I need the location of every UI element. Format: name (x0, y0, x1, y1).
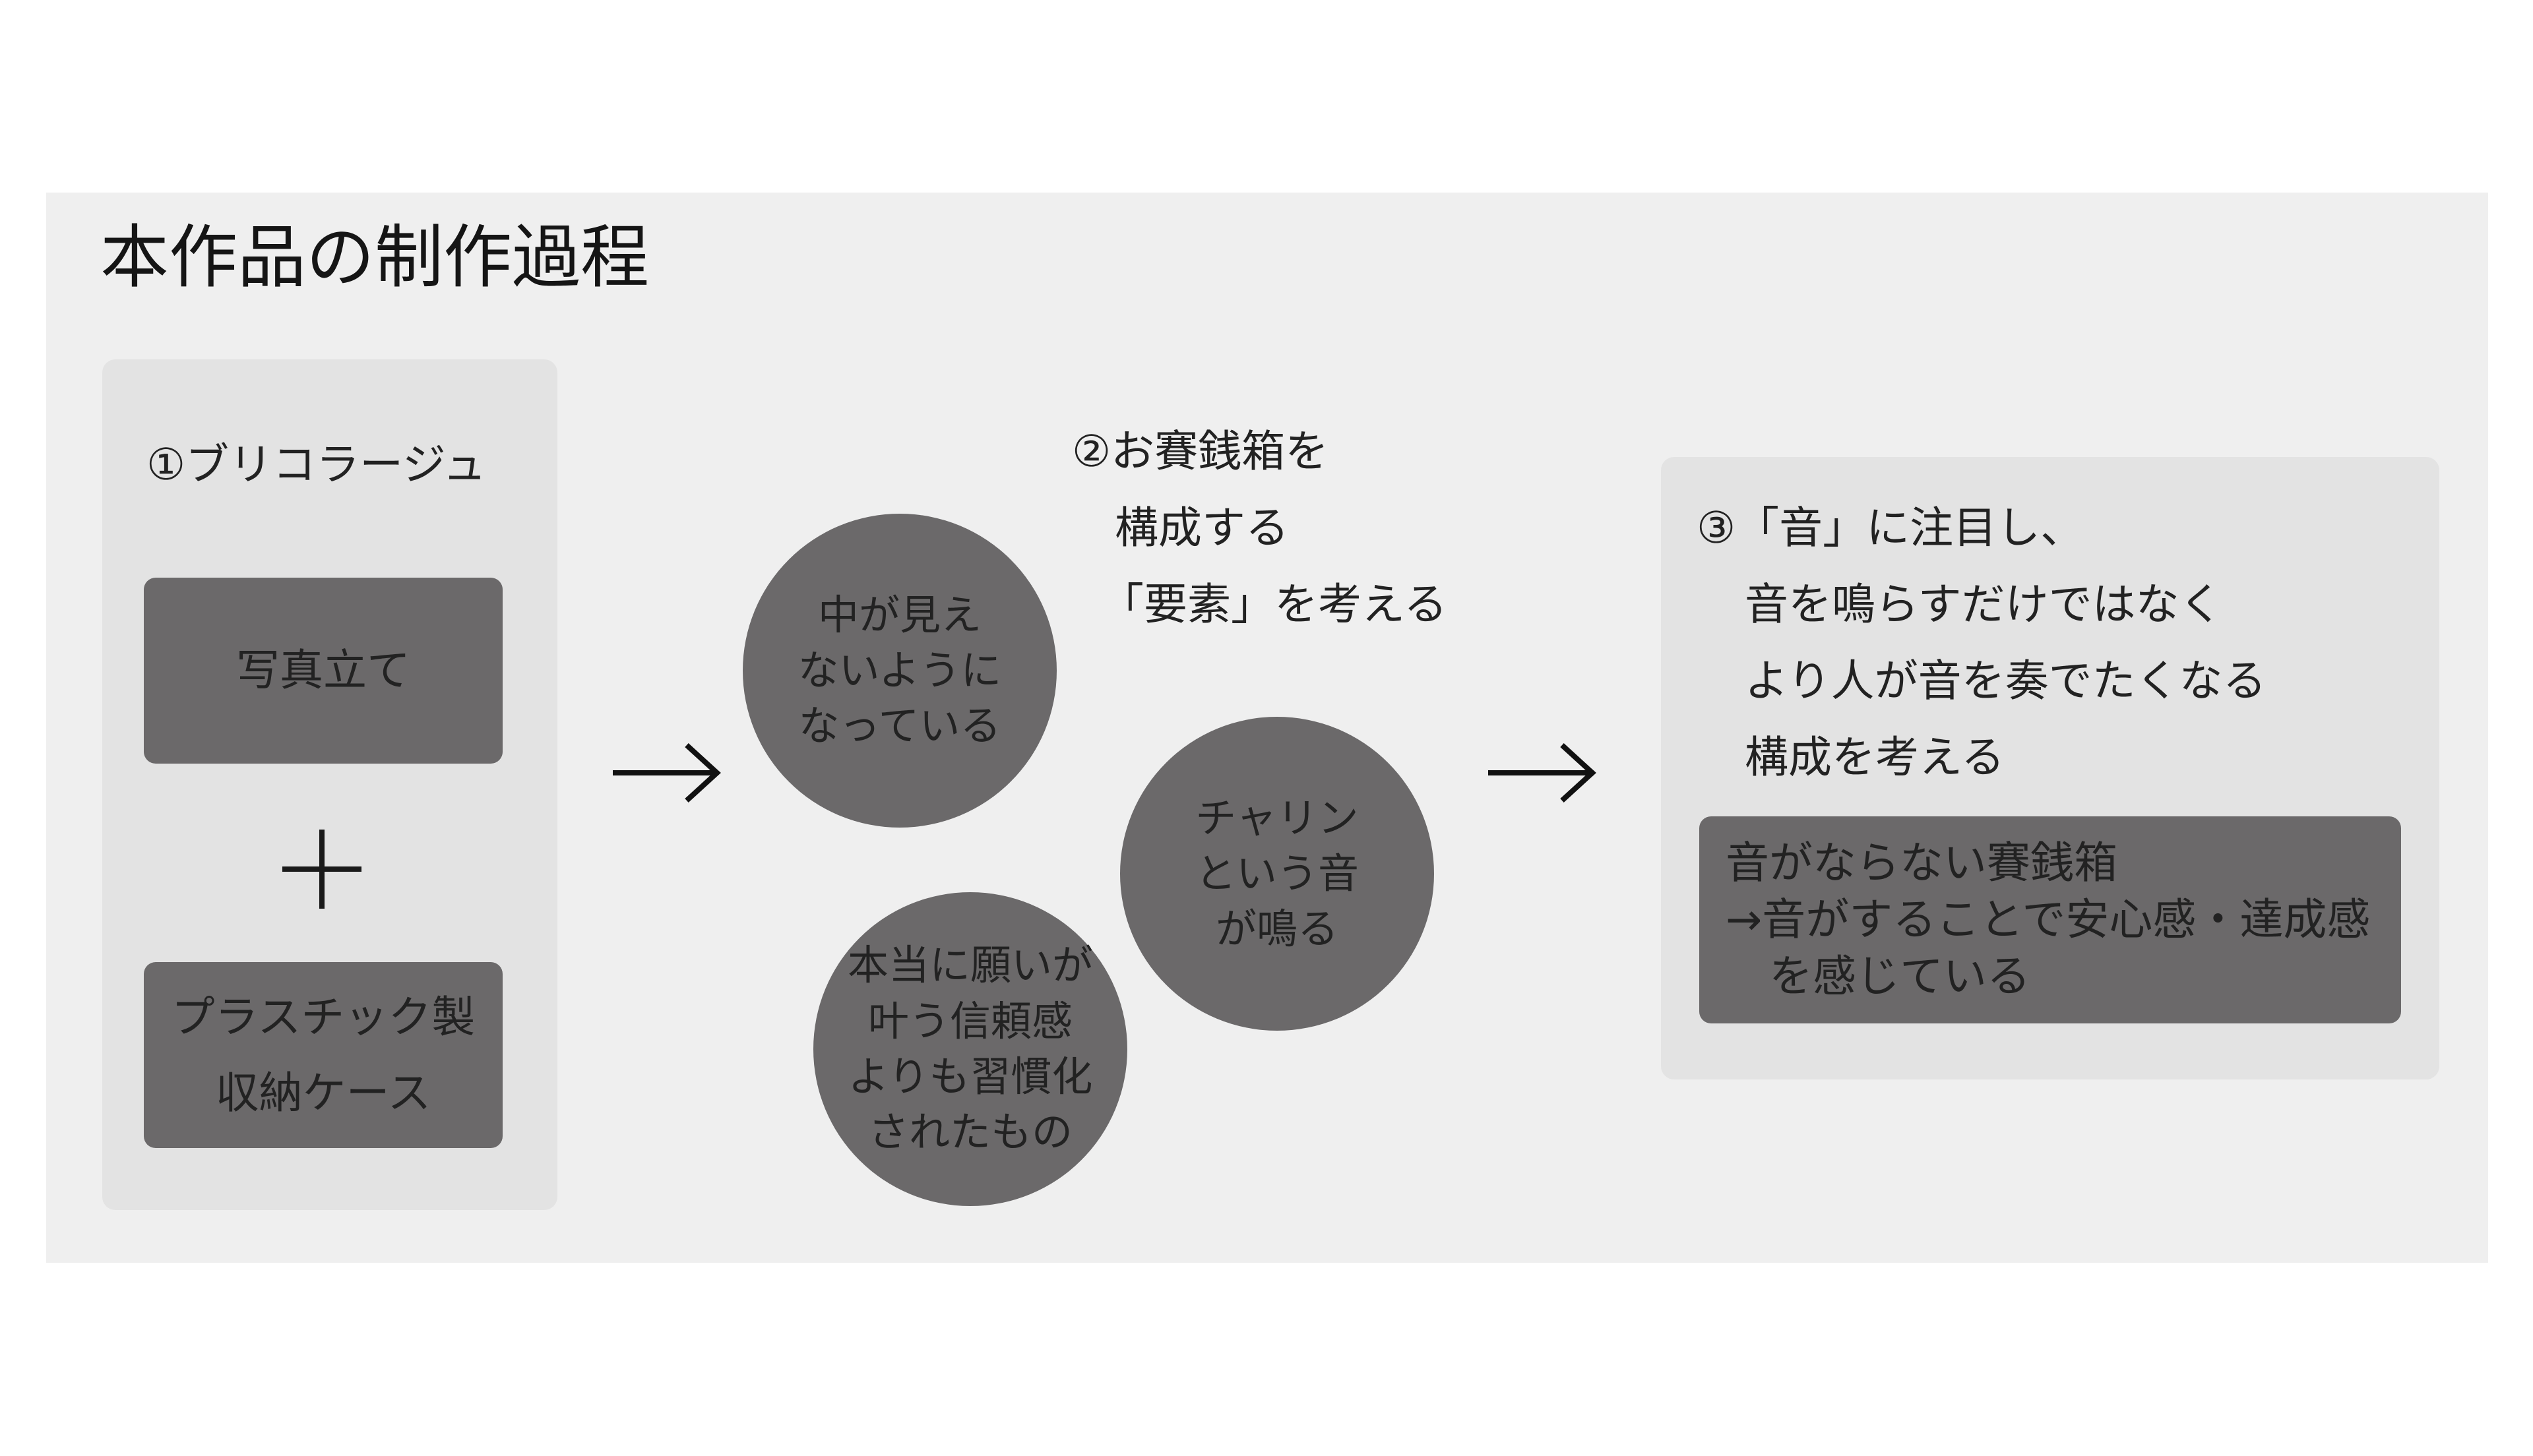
step2-heading-line3: 「要素」を考える (1100, 579, 1448, 630)
step3-box-line2: →音がすることで安心感・達成感 (1726, 894, 2371, 946)
step1-box-plastic-case-line1: プラスチック製 (171, 991, 476, 1043)
arrow-right-icon-2 (1488, 743, 1596, 803)
circle-habit-line4: されたもの (867, 1108, 1073, 1157)
circle-jingle-line3: が鳴る (1215, 905, 1338, 954)
circle-jingle-line2: という音 (1195, 849, 1359, 897)
step3-box-line3: を感じている (1769, 950, 2030, 1002)
step1-heading: ①ブリコラージュ (146, 439, 487, 490)
step1-box-plastic-case: プラスチック製 収納ケース (144, 962, 503, 1148)
step3-box-line1: 音がならない賽銭箱 (1726, 837, 2117, 889)
circle-hidden-line3: なっている (798, 702, 1001, 750)
step3-heading-line1: ③「音」に注目し、 (1697, 502, 2084, 553)
circle-habit-line2: 叶う信頼感 (867, 996, 1073, 1045)
step2-circle-jingle-sound: チャリン という音 が鳴る (1120, 717, 1434, 1031)
circle-habit-line3: よりも習慣化 (848, 1052, 1093, 1101)
step3-heading-line3: より人が音を奏でたくなる (1745, 655, 2267, 706)
step3-heading-line2: 音を鳴らすだけではなく (1745, 579, 2223, 630)
circle-hidden-line2: ないように (797, 646, 1002, 694)
step2-circle-habit: 本当に願いが 叶う信頼感 よりも習慣化 されたもの (813, 892, 1127, 1206)
plus-icon (282, 830, 361, 909)
step2-circle-hidden-inside: 中が見え ないように なっている (743, 514, 1057, 828)
arrow-right-icon-1 (613, 743, 721, 803)
page-title: 本作品の制作過程 (100, 217, 650, 297)
step2-heading-line2: 構成する (1115, 502, 1289, 553)
circle-hidden-line1: 中が見え (817, 590, 982, 639)
step3-heading-line4: 構成を考える (1745, 732, 2005, 783)
step3-box: 音がならない賽銭箱 →音がすることで安心感・達成感 を感じている (1699, 816, 2401, 1023)
step1-box-photo-frame: 写真立て (144, 578, 503, 764)
step1-box-plastic-case-line2: 収納ケース (215, 1068, 431, 1118)
circle-jingle-line1: チャリン (1195, 793, 1359, 842)
circle-habit-line1: 本当に願いが (847, 941, 1093, 990)
step1-box-photo-frame-label: 写真立て (236, 645, 410, 696)
step2-heading-line1: ②お賽銭箱を (1072, 426, 1329, 477)
